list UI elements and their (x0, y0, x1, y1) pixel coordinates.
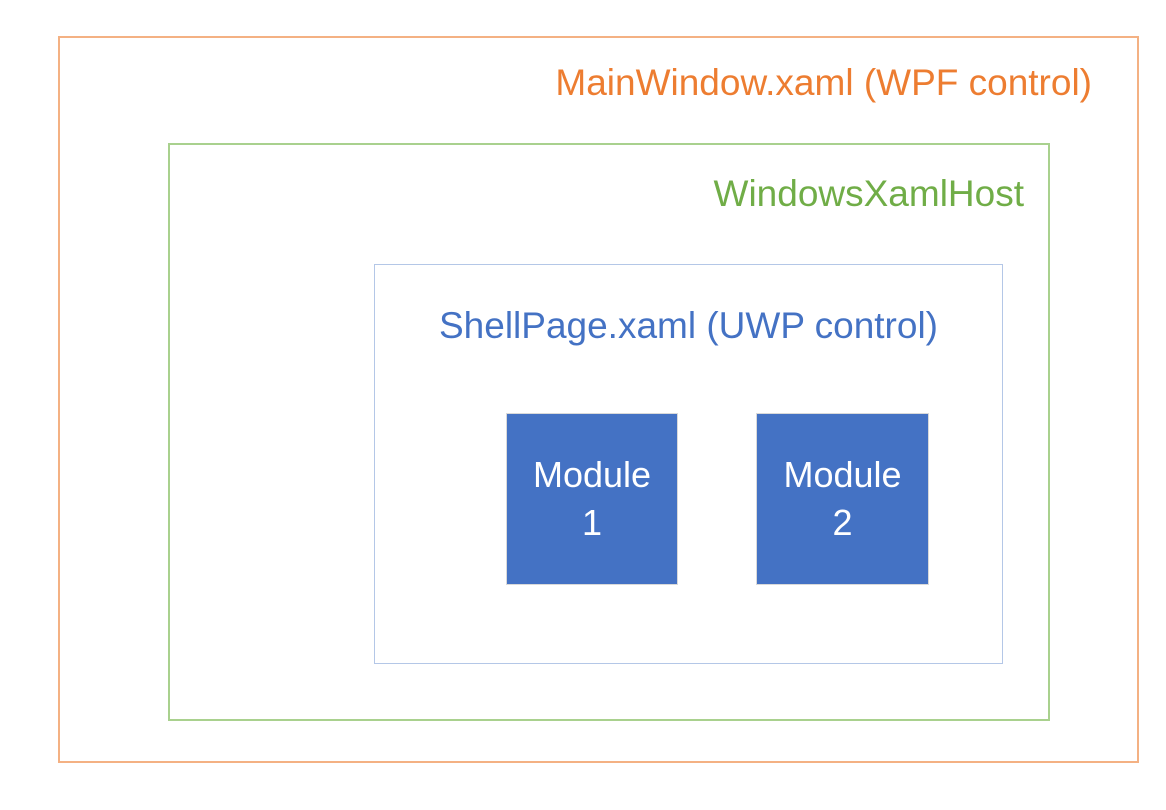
windowsxamlhost-box: WindowsXamlHost ShellPage.xaml (UWP cont… (168, 143, 1050, 721)
mainwindow-wpf-label: MainWindow.xaml (WPF control) (555, 62, 1092, 103)
module-1-box: Module 1 (506, 413, 678, 585)
module-2-box: Module 2 (756, 413, 929, 585)
shellpage-uwp-box: ShellPage.xaml (UWP control) Module 1 Mo… (374, 264, 1003, 664)
mainwindow-wpf-box: MainWindow.xaml (WPF control) WindowsXam… (58, 36, 1139, 763)
module-1-label-line1: Module (532, 454, 652, 495)
windowsxamlhost-label: WindowsXamlHost (713, 173, 1024, 214)
module-1-label-line2: 1 (581, 502, 603, 543)
module-2-label-line2: 2 (832, 502, 853, 543)
module-2-label-line1: Module (783, 454, 902, 495)
shellpage-uwp-label: ShellPage.xaml (UWP control) (439, 305, 938, 346)
